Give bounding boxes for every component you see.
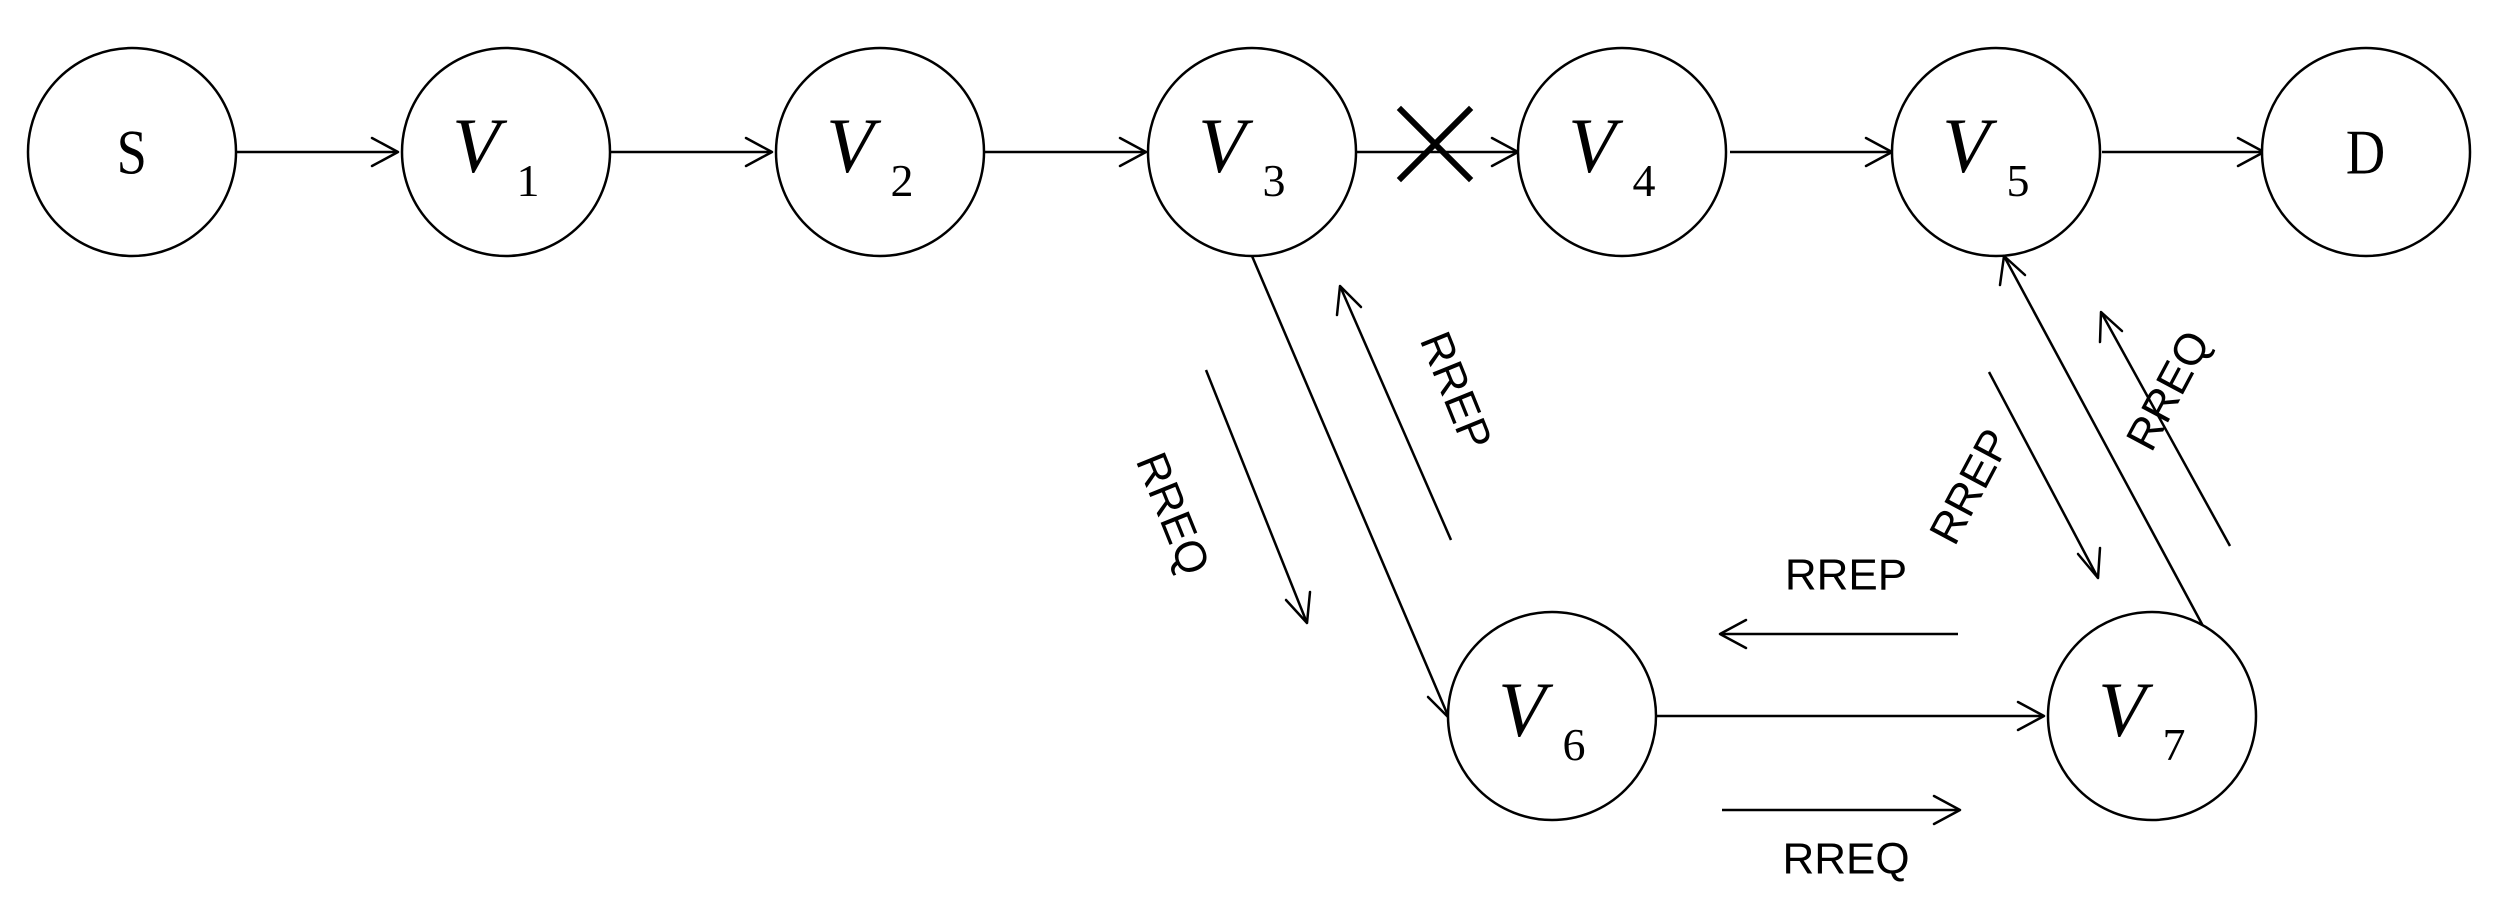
node-v3-subscript: 3 — [1263, 155, 1286, 206]
node-d: D — [2260, 46, 2472, 258]
msg-label-v3-v6-rreq: RREQ — [1126, 446, 1219, 582]
node-v1: V 1 — [400, 46, 612, 258]
link-break-icon — [1396, 105, 1474, 183]
node-s-label: S — [117, 116, 147, 187]
msg-arrow-v7-v5-rrep — [1987, 371, 2102, 580]
node-d-label: D — [2346, 116, 2385, 187]
msg-label-v7-v5-rrep: RREP — [1920, 421, 2021, 552]
edge-v4-v5 — [1730, 136, 1894, 168]
node-v6: V 6 — [1446, 610, 1658, 822]
msg-arrow-v3-v6-rrep — [1335, 284, 1453, 541]
node-v7-label: V — [2098, 666, 2154, 753]
msg-label-v6-v7-rreq: RREQ — [1782, 835, 1909, 884]
node-v2-label: V — [826, 102, 882, 189]
node-v3-label: V — [1198, 102, 1254, 189]
node-v4: V 4 — [1516, 46, 1728, 258]
node-v7: V 7 — [2046, 610, 2258, 822]
edge-v2-v3 — [984, 136, 1148, 168]
edge-v5-d — [2102, 136, 2266, 168]
node-v5-subscript: 5 — [2007, 155, 2030, 206]
node-s: S — [26, 46, 238, 258]
edge-v3-v6 — [1250, 255, 1454, 720]
msg-arrow-v3-v6-rreq — [1204, 369, 1312, 625]
node-v5-label: V — [1942, 102, 1998, 189]
node-v2-subscript: 2 — [891, 155, 914, 206]
edge-v3-v4-broken — [1356, 105, 1520, 183]
msg-arrow-v7-v5-rreq — [2098, 310, 2232, 547]
node-v3: V 3 — [1146, 46, 1358, 258]
node-v1-label: V — [452, 102, 508, 189]
msg-arrow-v6-v7-rreq — [1722, 794, 1962, 826]
node-v7-subscript: 7 — [2163, 719, 2186, 770]
msg-label-v7-v5-rreq: RREQ — [2117, 323, 2220, 458]
node-v6-subscript: 6 — [1563, 719, 1586, 770]
msg-label-v6-v7-rrep: RREP — [1785, 551, 1907, 600]
node-v5: V 5 — [1890, 46, 2102, 258]
node-v1-subscript: 1 — [517, 155, 540, 206]
node-v4-label: V — [1568, 102, 1624, 189]
node-v2: V 2 — [774, 46, 986, 258]
node-v4-subscript: 4 — [1633, 155, 1656, 206]
edge-v1-v2 — [610, 136, 774, 168]
edge-s-v1 — [236, 136, 400, 168]
node-v6-label: V — [1498, 666, 1554, 753]
msg-arrow-v6-v7-rrep — [1718, 618, 1958, 650]
msg-label-v3-v6-rrep: RREP — [1410, 325, 1501, 457]
edge-v6-v7 — [1657, 700, 2046, 732]
